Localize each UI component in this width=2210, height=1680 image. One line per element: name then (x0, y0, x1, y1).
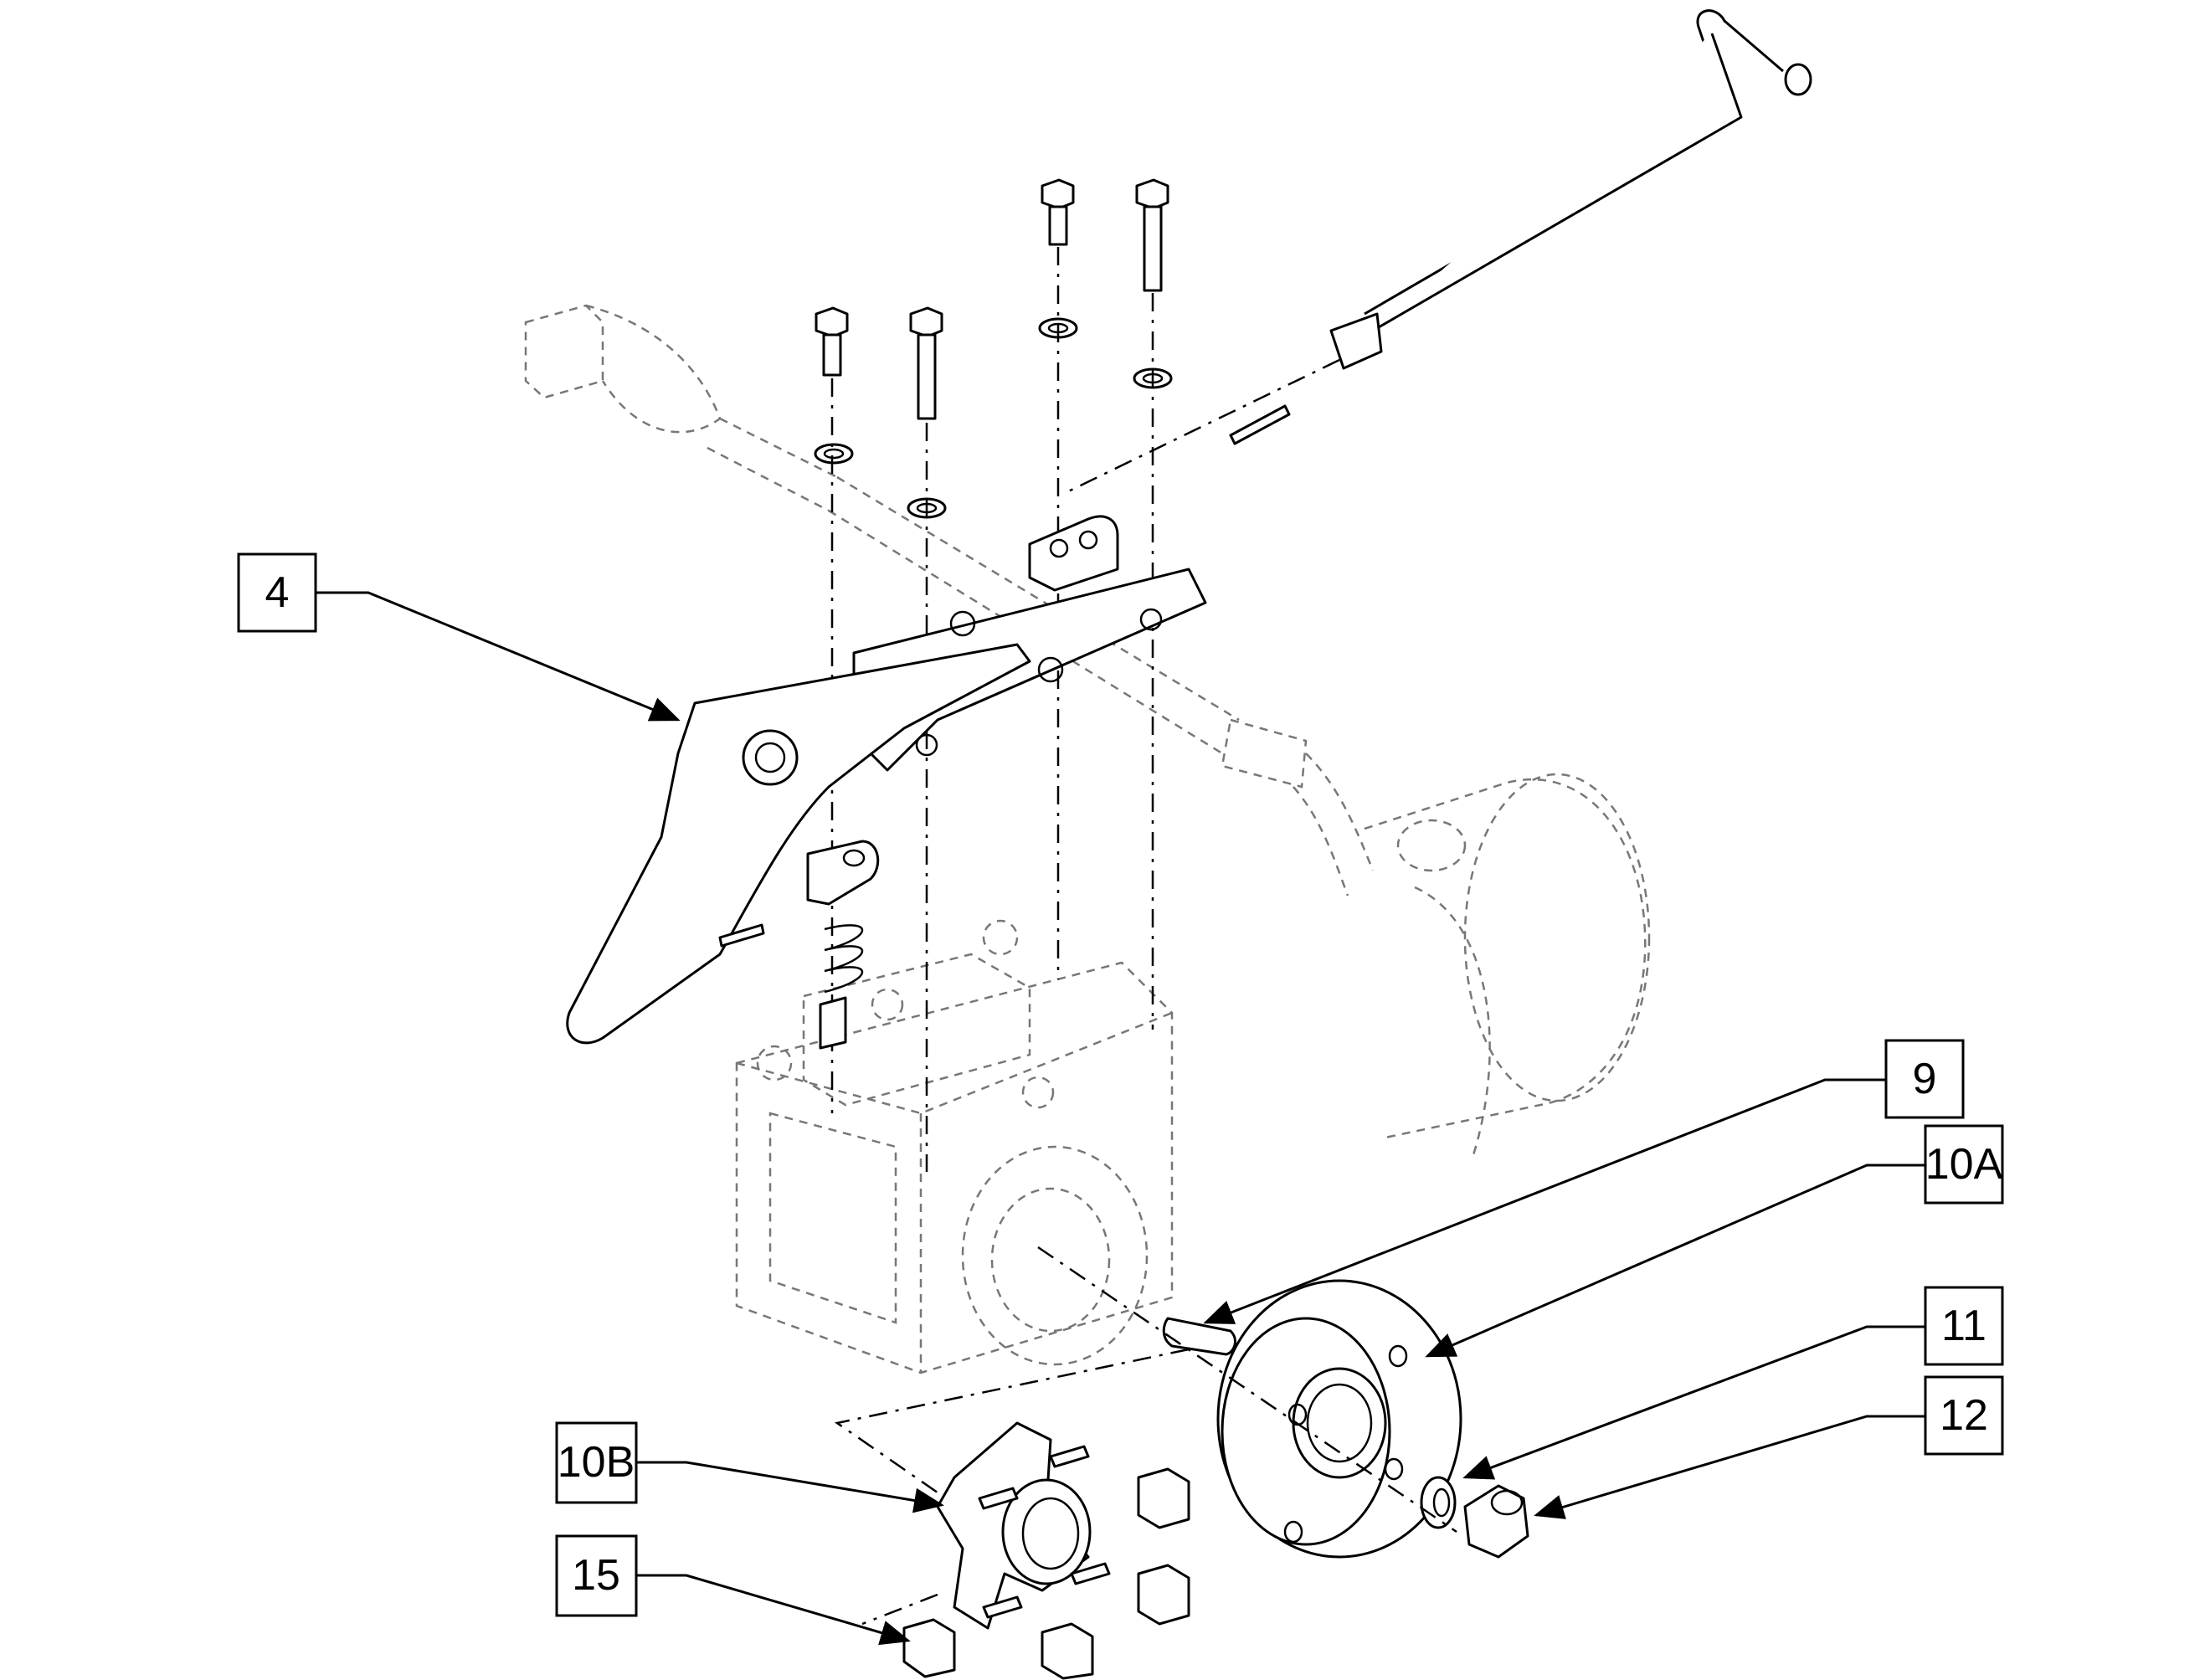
leader-lines (316, 591, 1925, 1646)
callout-11: 11 (1924, 1286, 2004, 1366)
motor-gearbox-phantom (524, 304, 1651, 1374)
callout-10b-label: 10B (558, 1438, 635, 1487)
callout-11-label: 11 (1941, 1302, 1986, 1350)
callout-10a-label: 10A (1925, 1140, 2003, 1189)
callout-4-label: 4 (265, 568, 290, 617)
callout-12-label: 12 (1940, 1391, 1988, 1440)
mounting-bolts (814, 178, 1173, 1172)
callout-9: 9 (1884, 1039, 1965, 1119)
wheel-hub-10b (936, 1421, 1111, 1630)
callout-10b: 10B (555, 1421, 638, 1504)
key-part (1162, 1317, 1236, 1356)
callout-9-label: 9 (1913, 1055, 1937, 1103)
brake-lever-bracket (566, 515, 1207, 1050)
callout-15: 15 (555, 1534, 638, 1617)
nut-12 (1463, 1484, 1529, 1559)
washer-11 (1420, 1476, 1457, 1529)
hub-10a (1216, 1279, 1462, 1559)
callout-12: 12 (1924, 1375, 2004, 1456)
release-rod (1062, 9, 1812, 496)
hub-offset-line (834, 1348, 1190, 1500)
shaft-centerline (1037, 1246, 1457, 1534)
callout-15-label: 15 (572, 1551, 620, 1600)
callout-10a: 10A (1924, 1124, 2004, 1205)
callout-4: 4 (237, 552, 317, 633)
lug-nuts (861, 1467, 1190, 1680)
